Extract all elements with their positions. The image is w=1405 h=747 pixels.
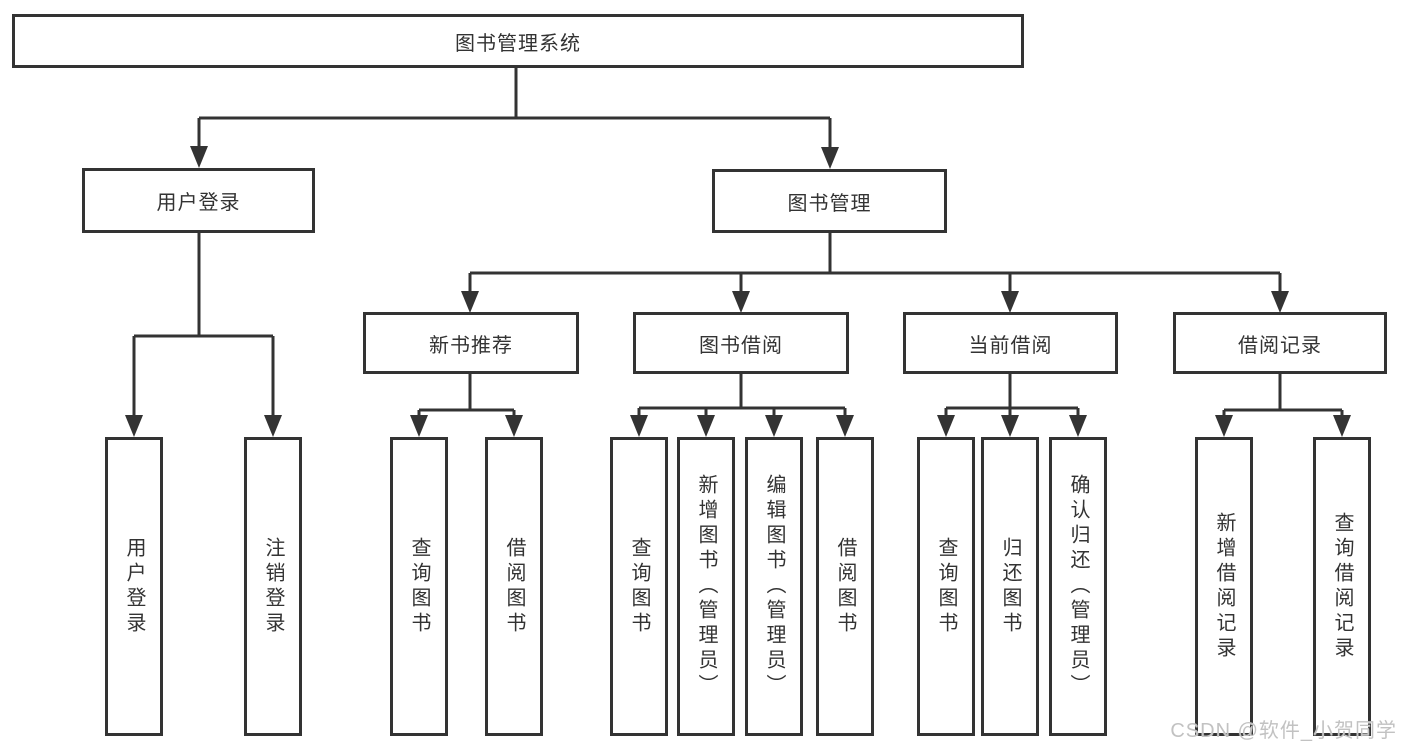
node-borrow-records-label: 借阅记录: [1238, 334, 1322, 357]
leaf-borrow-books-1-label: 借阅图书: [503, 536, 525, 637]
leaf-borrow-books-1: 借阅图书: [485, 437, 543, 736]
csdn-watermark: CSDN @软件_小贺同学: [1170, 720, 1397, 742]
leaf-edit-books-admin: 编辑图书（管理员）: [745, 437, 803, 736]
node-book-management: 图书管理: [712, 169, 947, 233]
leaf-edit-books-admin-label: 编辑图书（管理员）: [763, 474, 785, 699]
leaf-query-borrow-record-label: 查询借阅记录: [1331, 511, 1353, 662]
leaf-add-books-admin: 新增图书（管理员）: [677, 437, 735, 736]
leaf-query-books-3-label: 查询图书: [935, 536, 957, 637]
node-current-borrow: 当前借阅: [903, 312, 1118, 374]
leaf-query-borrow-record: 查询借阅记录: [1313, 437, 1371, 736]
node-borrow-records: 借阅记录: [1173, 312, 1387, 374]
leaf-user-login-label: 用户登录: [123, 536, 145, 637]
leaf-confirm-return-admin: 确认归还（管理员）: [1049, 437, 1107, 736]
node-library-management-system-label: 图书管理系统: [455, 32, 581, 55]
leaf-logout: 注销登录: [244, 437, 302, 736]
leaf-return-books-label: 归还图书: [999, 536, 1021, 637]
leaf-query-books-2-label: 查询图书: [628, 536, 650, 637]
leaf-add-borrow-record-label: 新增借阅记录: [1213, 511, 1235, 662]
leaf-borrow-books-2: 借阅图书: [816, 437, 874, 736]
leaf-borrow-books-2-label: 借阅图书: [834, 536, 856, 637]
leaf-return-books: 归还图书: [981, 437, 1039, 736]
node-book-management-label: 图书管理: [787, 192, 872, 215]
leaf-logout-label: 注销登录: [262, 536, 284, 637]
leaf-add-books-admin-label: 新增图书（管理员）: [695, 474, 717, 699]
node-library-management-system: 图书管理系统: [12, 14, 1024, 68]
node-user-login-label: 用户登录: [156, 192, 241, 214]
leaf-query-books-1: 查询图书: [390, 437, 448, 736]
node-book-borrow: 图书借阅: [633, 312, 849, 374]
node-new-book-recommend: 新书推荐: [363, 312, 579, 374]
leaf-user-login: 用户登录: [105, 437, 163, 736]
node-book-borrow-label: 图书借阅: [699, 334, 783, 357]
node-user-login: 用户登录: [82, 168, 315, 233]
node-new-book-recommend-label: 新书推荐: [429, 334, 513, 357]
leaf-query-books-2: 查询图书: [610, 437, 668, 736]
leaf-query-books-1-label: 查询图书: [408, 536, 430, 637]
leaf-add-borrow-record: 新增借阅记录: [1195, 437, 1253, 736]
node-current-borrow-label: 当前借阅: [968, 334, 1053, 357]
leaf-query-books-3: 查询图书: [917, 437, 975, 736]
leaf-confirm-return-admin-label: 确认归还（管理员）: [1067, 474, 1089, 699]
